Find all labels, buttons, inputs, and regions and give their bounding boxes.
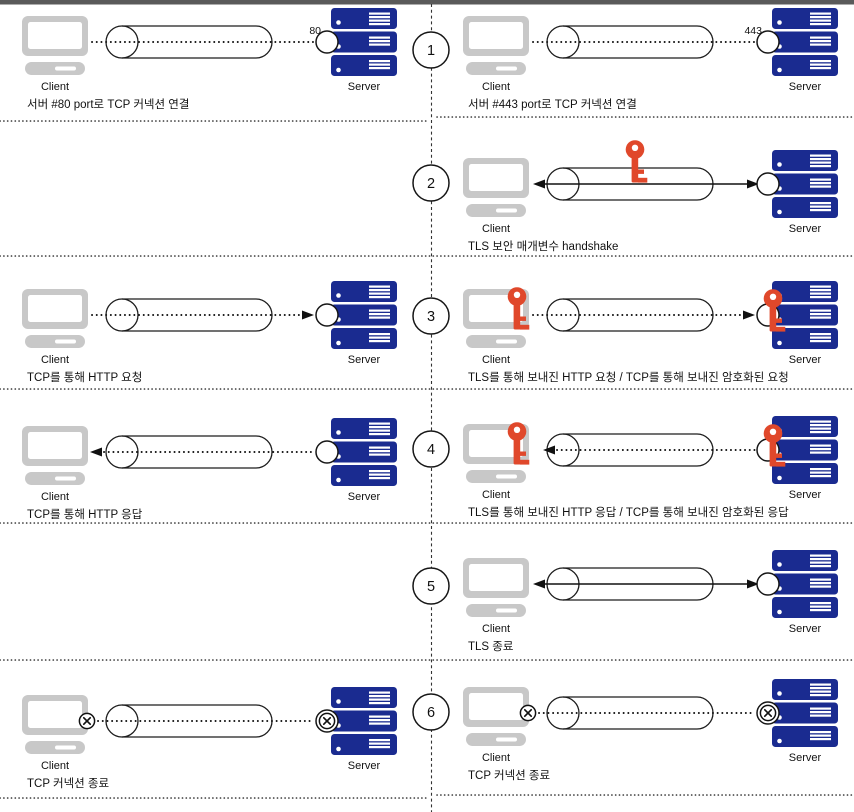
server-label: Server — [348, 491, 381, 503]
step-caption: TLS 종료 — [468, 641, 513, 653]
step-caption: TLS를 통해 보내진 HTTP 요청 / TCP를 통해 보내진 암호화된 요… — [468, 371, 789, 384]
arrowhead-left — [543, 445, 555, 455]
arrowhead-left — [90, 447, 102, 457]
panel-row3-tls-request: Client Server TLS를 통해 보내진 HTTP 요청 / TCP를… — [463, 281, 838, 384]
server-icon — [331, 687, 397, 755]
server-close-x-icon — [759, 704, 777, 722]
client-label: Client — [41, 491, 69, 503]
step-caption: TCP 커넥션 종료 — [27, 777, 109, 790]
step-number: 1 — [427, 43, 435, 59]
panel-row5-tls-close: Client Server TLS 종료 — [463, 550, 838, 653]
tube-body — [563, 25, 714, 59]
step-caption: TCP를 통해 HTTP 요청 — [27, 371, 142, 384]
client-computer-icon — [463, 558, 529, 617]
arrowhead-right — [743, 310, 755, 320]
panel-row4-tls-response: Client Server TLS를 통해 보내진 HTTP 응답 / TCP를… — [463, 416, 838, 519]
top-border-bar — [0, 0, 854, 5]
server-label: Server — [789, 489, 822, 501]
arrowhead-right — [747, 179, 759, 189]
step-number: 4 — [427, 442, 435, 458]
arrowhead-right — [747, 579, 759, 589]
client-close-x-icon — [519, 704, 537, 722]
server-icon — [772, 679, 838, 747]
arrowhead-left — [533, 179, 545, 189]
server-label: Server — [348, 354, 381, 366]
step-caption: 서버 #80 port로 TCP 커넥션 연결 — [27, 98, 189, 111]
client-label: Client — [41, 354, 69, 366]
server-label: Server — [789, 223, 822, 235]
server-icon — [331, 281, 397, 349]
client-computer-icon — [22, 695, 88, 754]
client-computer-icon — [463, 158, 529, 217]
server-label: Server — [789, 623, 822, 635]
port-number: 80 — [309, 25, 321, 37]
step-number: 3 — [427, 309, 435, 325]
client-label: Client — [482, 623, 510, 635]
server-port-circle — [315, 30, 339, 54]
server-icon — [772, 8, 838, 76]
server-port-circle — [315, 303, 339, 327]
server-port-circle — [315, 440, 339, 464]
server-icon — [331, 418, 397, 486]
client-label: Client — [482, 81, 510, 93]
client-label: Client — [41, 760, 69, 772]
client-label: Client — [482, 752, 510, 764]
server-icon — [772, 150, 838, 218]
server-port-circle — [756, 172, 780, 196]
step-badge-3: 3 — [412, 297, 450, 335]
server-icon — [331, 8, 397, 76]
step-number: 5 — [427, 579, 435, 595]
arrowhead-left — [533, 579, 545, 589]
client-computer-icon — [22, 289, 88, 348]
step-number: 6 — [427, 705, 435, 721]
tube-body — [122, 435, 273, 469]
client-close-x-icon — [78, 712, 96, 730]
client-label: Client — [41, 81, 69, 93]
panel-row1-https-connect: 443 Client Server 서버 #443 port로 TCP 커넥션 … — [463, 8, 838, 111]
server-icon — [772, 550, 838, 618]
server-port-circle — [756, 572, 780, 596]
server-label: Server — [789, 752, 822, 764]
panel-row2-tls-handshake: Client Server TLS 보안 매개변수 handshake — [463, 140, 838, 253]
panel-row1-http-connect: 80 Client Server 서버 #80 port로 TCP 커넥션 연결 — [22, 8, 397, 111]
panel-row4-http-response: Client Server TCP를 통해 HTTP 응답 — [22, 418, 397, 521]
tube-body — [563, 298, 714, 332]
client-computer-icon — [463, 16, 529, 75]
tls-key-icon — [625, 140, 648, 183]
step-badge-1: 1 — [412, 31, 450, 69]
server-label: Server — [789, 81, 822, 93]
tube-body — [122, 25, 273, 59]
client-computer-icon — [22, 426, 88, 485]
server-icon — [772, 416, 838, 484]
step-caption: TLS를 통해 보내진 HTTP 응답 / TCP를 통해 보내진 암호화된 응… — [468, 506, 789, 519]
step-caption: 서버 #443 port로 TCP 커넥션 연결 — [468, 98, 637, 111]
panel-row6-tcp-close-https: Client Server TCP 커넥션 종료 — [463, 679, 838, 782]
step-badge-5: 5 — [412, 567, 450, 605]
panel-row3-http-request: Client Server TCP를 통해 HTTP 요청 — [22, 281, 397, 384]
client-computer-icon — [22, 16, 88, 75]
step-badge-4: 4 — [412, 430, 450, 468]
server-icon — [772, 281, 838, 349]
server-port-circle — [756, 30, 780, 54]
client-label: Client — [482, 354, 510, 366]
step-badge-6: 6 — [412, 693, 450, 731]
client-label: Client — [482, 223, 510, 235]
port-number: 443 — [744, 25, 762, 37]
step-caption: TCP 커넥션 종료 — [468, 769, 550, 782]
step-caption: TLS 보안 매개변수 handshake — [468, 240, 618, 253]
step-badge-2: 2 — [412, 164, 450, 202]
server-label: Server — [348, 81, 381, 93]
step-caption: TCP를 통해 HTTP 응답 — [27, 508, 143, 521]
server-label: Server — [789, 354, 822, 366]
panel-row6-tcp-close-http: Client Server TCP 커넥션 종료 — [22, 687, 397, 790]
client-label: Client — [482, 489, 510, 501]
server-close-x-icon — [318, 712, 336, 730]
server-label: Server — [348, 760, 381, 772]
client-computer-icon — [463, 687, 529, 746]
arrowhead-right — [302, 310, 314, 320]
step-number: 2 — [427, 176, 435, 192]
tube-body — [122, 298, 273, 332]
